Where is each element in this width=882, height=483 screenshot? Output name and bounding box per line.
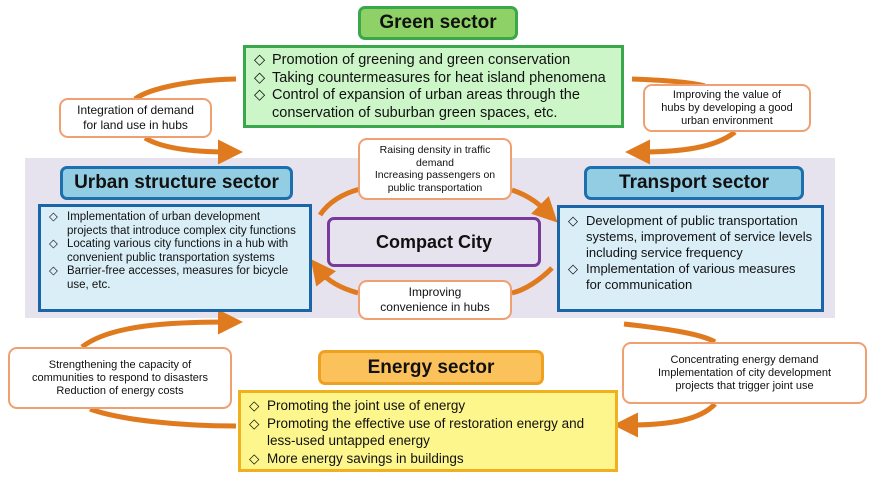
energy-item: ◇More energy savings in buildings: [249, 450, 464, 466]
urban-item: ◇Barrier-free accesses, measures for bic…: [49, 265, 289, 291]
transport-sector-title: Transport sector: [584, 166, 804, 200]
transport-sector-box: ◇Development of public transportation sy…: [557, 205, 824, 312]
transport-item: ◇Implementation of various measures for …: [568, 261, 796, 292]
energy-sector-box: ◇Promoting the joint use of energy ◇Prom…: [238, 390, 618, 472]
green-item: ◇Control of expansion of urban areas thr…: [254, 87, 580, 121]
arrow-to-urban-center: [310, 259, 359, 296]
diamond-bullet-icon: ◇: [49, 238, 58, 250]
diamond-bullet-icon: ◇: [568, 213, 578, 228]
urban-item: ◇Locating various city functions in a hu…: [49, 238, 289, 264]
arrow-urban-up: [317, 186, 361, 217]
diamond-bullet-icon: ◇: [49, 211, 58, 223]
energy-item: ◇Promoting the joint use of energy: [249, 398, 466, 413]
green-sector-box: ◇Promotion of greening and green conserv…: [243, 45, 624, 128]
urban-structure-sector-box: ◇Implementation of urban development pro…: [38, 204, 312, 312]
diamond-bullet-icon: ◇: [249, 450, 260, 466]
diamond-bullet-icon: ◇: [254, 87, 266, 103]
arrow-energy-left-down: [89, 406, 237, 429]
green-item: ◇Taking countermeasures for heat island …: [254, 69, 606, 86]
green-item: ◇Promotion of greening and green conserv…: [254, 52, 571, 68]
diamond-bullet-icon: ◇: [568, 261, 578, 276]
arrow-to-transport: [625, 129, 737, 165]
arrow-green-left: [133, 76, 237, 102]
energy-sector-title: Energy sector: [318, 350, 544, 385]
arrow-to-transport-center: [511, 187, 558, 223]
transport-item: ◇Development of public transportation sy…: [568, 213, 813, 260]
energy-item: ◇Promoting the effective use of restorat…: [249, 415, 585, 449]
diamond-bullet-icon: ◇: [254, 69, 266, 86]
urban-item: ◇Implementation of urban development pro…: [49, 211, 296, 237]
green-sector-title: Green sector: [358, 6, 518, 40]
diamond-bullet-icon: ◇: [249, 398, 260, 413]
compact-city-hub: Compact City: [327, 217, 541, 267]
urban-structure-sector-title: Urban structure sector: [60, 166, 293, 200]
arrow-energy-left-up: [80, 309, 243, 350]
arrow-transport-right-down: [623, 321, 717, 345]
arrow-to-energy: [613, 402, 717, 438]
diamond-bullet-icon: ◇: [249, 415, 260, 431]
diamond-bullet-icon: ◇: [49, 265, 58, 277]
arrow-to-urban: [143, 135, 243, 165]
diamond-bullet-icon: ◇: [254, 52, 266, 68]
arrow-transport-down: [511, 266, 554, 296]
